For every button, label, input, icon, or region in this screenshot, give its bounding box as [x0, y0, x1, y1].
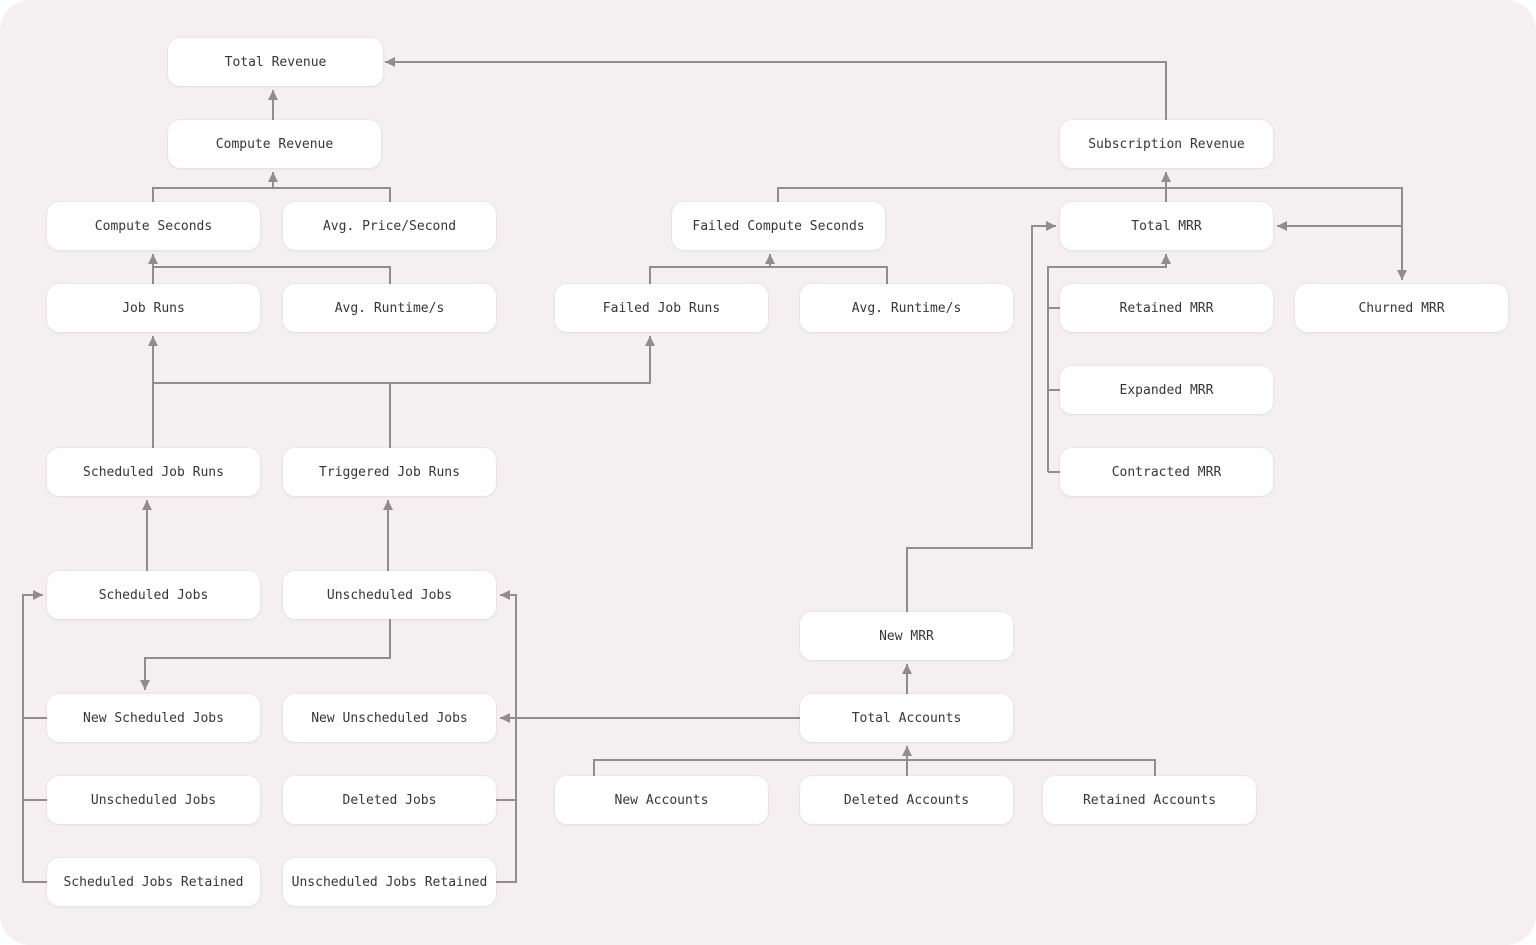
- node-new-accounts[interactable]: New Accounts: [555, 776, 768, 824]
- node-compute-revenue[interactable]: Compute Revenue: [168, 120, 381, 168]
- node-total-revenue[interactable]: Total Revenue: [168, 38, 383, 86]
- node-avg-runtime-2[interactable]: Avg. Runtime/s: [800, 284, 1013, 332]
- node-churned-mrr[interactable]: Churned MRR: [1295, 284, 1508, 332]
- node-expanded-mrr[interactable]: Expanded MRR: [1060, 366, 1273, 414]
- node-triggered-job-runs[interactable]: Triggered Job Runs: [283, 448, 496, 496]
- node-compute-seconds[interactable]: Compute Seconds: [47, 202, 260, 250]
- node-avg-runtime-1[interactable]: Avg. Runtime/s: [283, 284, 496, 332]
- node-deleted-jobs[interactable]: Deleted Jobs: [283, 776, 496, 824]
- node-deleted-accounts[interactable]: Deleted Accounts: [800, 776, 1013, 824]
- node-unscheduled-jobs-2[interactable]: Unscheduled Jobs: [47, 776, 260, 824]
- node-avg-price-second[interactable]: Avg. Price/Second: [283, 202, 496, 250]
- node-total-mrr[interactable]: Total MRR: [1060, 202, 1273, 250]
- node-new-scheduled-jobs[interactable]: New Scheduled Jobs: [47, 694, 260, 742]
- node-failed-job-runs[interactable]: Failed Job Runs: [555, 284, 768, 332]
- node-scheduled-jobs[interactable]: Scheduled Jobs: [47, 571, 260, 619]
- node-new-mrr[interactable]: New MRR: [800, 612, 1013, 660]
- node-new-unscheduled-jobs[interactable]: New Unscheduled Jobs: [283, 694, 496, 742]
- node-unscheduled-jobs[interactable]: Unscheduled Jobs: [283, 571, 496, 619]
- node-retained-mrr[interactable]: Retained MRR: [1060, 284, 1273, 332]
- node-failed-compute-seconds[interactable]: Failed Compute Seconds: [672, 202, 885, 250]
- node-scheduled-job-runs[interactable]: Scheduled Job Runs: [47, 448, 260, 496]
- node-unscheduled-jobs-retained[interactable]: Unscheduled Jobs Retained: [283, 858, 496, 906]
- node-retained-accounts[interactable]: Retained Accounts: [1043, 776, 1256, 824]
- node-scheduled-jobs-retained[interactable]: Scheduled Jobs Retained: [47, 858, 260, 906]
- node-total-accounts[interactable]: Total Accounts: [800, 694, 1013, 742]
- node-job-runs[interactable]: Job Runs: [47, 284, 260, 332]
- node-subscription-revenue[interactable]: Subscription Revenue: [1060, 120, 1273, 168]
- node-contracted-mrr[interactable]: Contracted MRR: [1060, 448, 1273, 496]
